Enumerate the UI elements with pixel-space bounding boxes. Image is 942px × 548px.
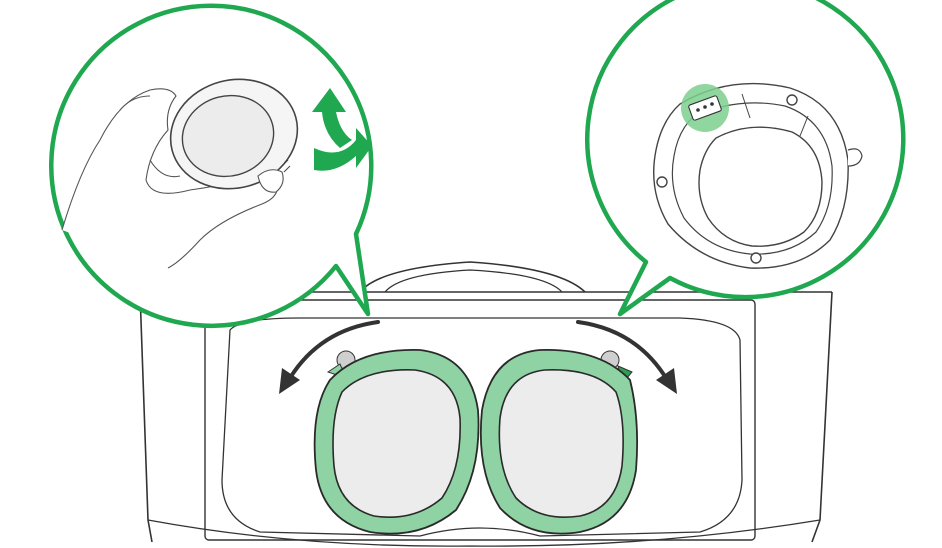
- headset-top-mount: [359, 261, 586, 293]
- left-lens-glass: [332, 369, 461, 518]
- rotate-arrow-icon: [312, 88, 372, 171]
- thumb-icon: [257, 169, 284, 193]
- contact-pins-icon: [681, 84, 729, 132]
- right-lens: [479, 349, 639, 535]
- left-callout: [49, 3, 374, 328]
- headset-inner-frame: [204, 299, 756, 541]
- facial-interface: [221, 317, 743, 537]
- clockwise-arrow-icon: [576, 320, 677, 394]
- hand-icon: [61, 88, 278, 269]
- headset-top-mount-inner: [384, 269, 563, 293]
- left-lens: [313, 349, 480, 535]
- headset-bottom-edge: [147, 519, 821, 547]
- counterclockwise-arrow-icon: [279, 320, 380, 394]
- right-callout: [585, 0, 906, 317]
- lens-icon: [169, 78, 299, 190]
- right-lens-glass: [498, 369, 624, 518]
